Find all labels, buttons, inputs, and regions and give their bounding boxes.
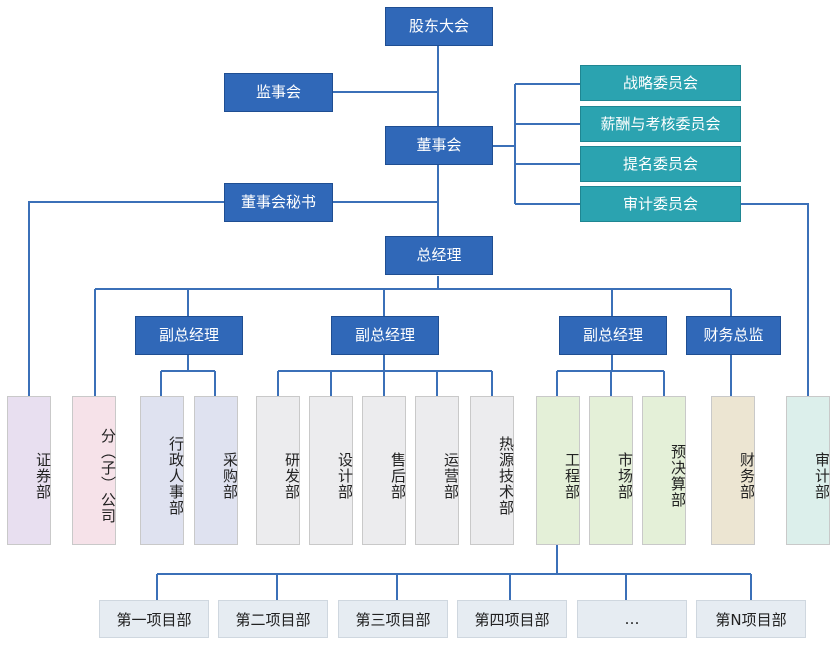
audit-committee-node: 审计委员会 [580,186,741,222]
admin-hr-dept: 行政人事部 [140,396,185,545]
board-secretary-node: 董事会秘书 [224,183,333,222]
vice-manager-node-3: 副总经理 [559,316,667,355]
subsidiaries-dept: 分（子）公司 [72,396,117,545]
shareholders-meeting-node: 股东大会 [385,7,493,46]
audit-dept: 审计部 [786,396,831,545]
strategy-committee-node: 战略委员会 [580,65,741,101]
budget-dept: 预决算部 [642,396,687,545]
after-sales-dept: 售后部 [362,396,407,545]
heat-source-tech-dept: 热源技术部 [470,396,515,545]
supervisory-board-node: 监事会 [224,73,333,112]
procurement-dept: 采购部 [194,396,239,545]
project-dept-1: 第一项目部 [99,600,209,638]
project-dept-2: 第二项目部 [218,600,328,638]
general-manager-node: 总经理 [385,236,493,275]
securities-dept: 证券部 [7,396,52,545]
nomination-committee-node: 提名委员会 [580,146,741,182]
design-dept: 设计部 [309,396,354,545]
rnd-dept: 研发部 [256,396,301,545]
board-of-directors-node: 董事会 [385,126,493,165]
project-dept-n: 第N项目部 [696,600,806,638]
project-dept-3: 第三项目部 [338,600,448,638]
project-dept-ellipsis: … [577,600,687,638]
operations-dept: 运营部 [415,396,460,545]
finance-director-node: 财务总监 [686,316,781,355]
engineering-dept: 工程部 [536,396,581,545]
marketing-dept: 市场部 [589,396,634,545]
vice-manager-node-1: 副总经理 [135,316,243,355]
compensation-committee-node: 薪酬与考核委员会 [580,106,741,142]
vice-manager-node-2: 副总经理 [331,316,439,355]
project-dept-4: 第四项目部 [457,600,567,638]
finance-dept: 财务部 [711,396,756,545]
